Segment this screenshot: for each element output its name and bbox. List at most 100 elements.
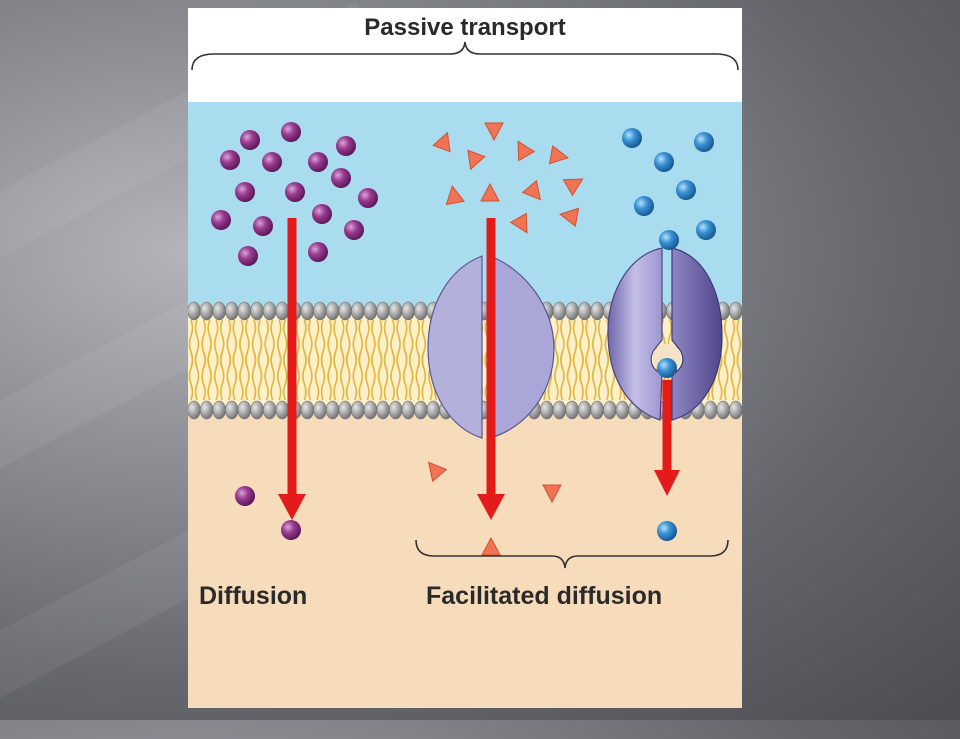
cytoplasm-region (188, 408, 742, 708)
phospholipid-head (565, 400, 579, 420)
triangle-molecule (521, 179, 542, 201)
blue-molecule (676, 180, 696, 200)
blue-molecule (696, 220, 716, 240)
triangle-molecule (562, 178, 584, 197)
phospholipid-head (262, 400, 277, 420)
blue-molecule (659, 230, 679, 250)
phospholipid-head (300, 301, 315, 321)
purple-molecule (240, 130, 260, 150)
triangle-molecule (445, 185, 465, 206)
purple-molecule (281, 520, 301, 540)
phospholipid-head (275, 301, 289, 321)
phospholipid-head (325, 400, 340, 420)
phospholipid-head (199, 400, 214, 420)
purple-molecule (285, 182, 305, 202)
title-brace (191, 41, 739, 71)
phospholipid-head (300, 400, 315, 420)
phospholipid-head (401, 400, 415, 420)
triangle-molecule (548, 145, 569, 165)
triangle-molecule (484, 122, 504, 142)
purple-molecule (281, 122, 301, 142)
phospholipid-head (414, 400, 428, 420)
phospholipid-head (401, 301, 415, 321)
transport-arrows (278, 218, 680, 520)
purple-molecule (253, 216, 273, 236)
phospholipid-head (338, 301, 352, 321)
phospholipid-head (426, 400, 441, 420)
triangle-molecule (467, 149, 486, 171)
phospholipid-head (540, 400, 554, 420)
phospholipid-head (590, 301, 604, 321)
triangle-molecule (432, 131, 451, 153)
triangle-molecule (542, 484, 562, 504)
phospholipid-head (225, 400, 239, 420)
purple-molecule (312, 204, 332, 224)
phospholipid-head (716, 400, 730, 420)
phospholipid-head (552, 400, 567, 420)
phospholipid-head (565, 301, 579, 321)
phospholipid-head (325, 301, 340, 321)
phospholipid-head (703, 400, 718, 420)
phospholipid-head (376, 400, 390, 420)
purple-molecule (344, 220, 364, 240)
purple-molecule (331, 168, 351, 188)
purple-molecule (211, 210, 231, 230)
diagram-title: Passive transport (364, 14, 566, 41)
phospholipid-head (729, 400, 742, 420)
purple-molecule (358, 188, 378, 208)
passive-transport-diagram (188, 41, 742, 708)
phospholipid-head (262, 301, 277, 321)
triangle-molecules (427, 122, 584, 556)
triangle-molecule (480, 182, 500, 202)
phospholipid-head (351, 301, 365, 321)
phospholipid-head (250, 301, 264, 321)
purple-molecule (238, 246, 258, 266)
phospholipid-head (212, 301, 226, 321)
phospholipid-head (188, 400, 201, 420)
phospholipid-head (552, 301, 567, 321)
purple-molecule (336, 136, 356, 156)
phospholipid-head (237, 400, 252, 420)
diffusion-arrowhead (278, 494, 306, 520)
blue-molecule (622, 128, 642, 148)
triangle-molecule (427, 461, 448, 483)
triangle-molecule (517, 140, 536, 162)
phospholipid-head (313, 400, 327, 420)
diffusion-label: Diffusion (199, 582, 308, 610)
carrier-arrowhead (654, 470, 680, 496)
facilitated-diffusion-label: Facilitated diffusion (426, 582, 663, 610)
phospholipid-head (225, 301, 239, 321)
blue-molecule (694, 132, 714, 152)
phospholipid-head (338, 400, 352, 420)
facilitated-brace (415, 539, 729, 569)
purple-molecule (235, 182, 255, 202)
phospholipid-head (212, 400, 226, 420)
purple-molecule (308, 242, 328, 262)
blue-molecule (654, 152, 674, 172)
phospholipid-head (615, 400, 630, 420)
phospholipid-head (603, 400, 617, 420)
phospholipid-head (590, 400, 604, 420)
phospholipid-head (275, 400, 289, 420)
channel-protein (427, 255, 555, 439)
phospholipid-head (414, 301, 428, 321)
phospholipid-head (351, 400, 365, 420)
phospholipid-head (363, 400, 378, 420)
triangle-molecule (481, 536, 501, 556)
phospholipid-head (577, 301, 592, 321)
purple-molecule (308, 152, 328, 172)
purple-molecules (211, 122, 378, 540)
purple-molecule (220, 150, 240, 170)
phospholipid-head (250, 400, 264, 420)
phospholipid-head (188, 301, 201, 321)
slide-panel: Passive transport Diffusion Facilitated … (188, 8, 742, 708)
phospholipid-head (577, 400, 592, 420)
blue-molecules (622, 128, 716, 541)
purple-molecule (262, 152, 282, 172)
phospholipid-head (729, 301, 742, 321)
blue-molecule (634, 196, 654, 216)
phospholipid-head (199, 301, 214, 321)
phospholipid-head (388, 400, 403, 420)
blue-molecule (657, 521, 677, 541)
phospholipid-head (313, 301, 327, 321)
